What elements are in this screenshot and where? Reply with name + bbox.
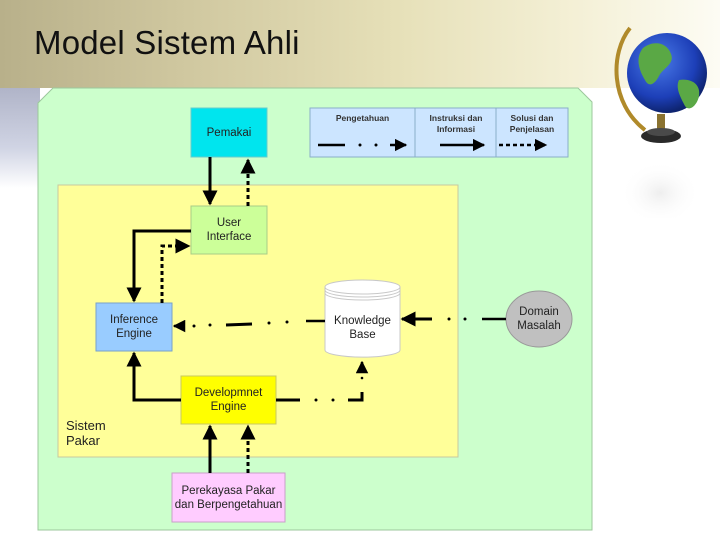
edge-inference-to-ui — [160, 238, 191, 303]
edge-domain-to-kb — [400, 311, 506, 327]
edge-dev-to-inference — [126, 351, 181, 402]
perekayasa-box — [171, 472, 286, 523]
knowledge-base-cylinder — [324, 279, 401, 358]
perekayasa-label: Perekayasa Pakar dan Berpengetahuan — [174, 484, 283, 511]
globe-icon — [614, 26, 707, 218]
inference-engine-box — [95, 302, 173, 352]
side-decoration — [0, 88, 40, 188]
legend — [309, 107, 569, 158]
domain-masalah-label: Domain Masalah — [517, 306, 561, 332]
legend-label-instruksi: Instruksi dan Informasi — [429, 113, 483, 134]
legend-label-solusi: Solusi dan Penjelasan — [509, 113, 555, 134]
inference-engine-label: Inference Engine — [110, 314, 158, 340]
slide-header-background — [0, 0, 720, 88]
edge-dev-to-kb — [276, 360, 369, 402]
legend-label-pengetahuan: Pengetahuan — [335, 113, 390, 123]
sistem-pakar-label: Sistem Pakar — [66, 418, 126, 448]
knowledge-base-label: Knowledge Base — [334, 315, 391, 341]
pemakai-label: Pemakai — [206, 126, 252, 139]
pemakai-box — [190, 107, 268, 158]
user-interface-label: User Interface — [206, 217, 252, 243]
development-engine-label: Developmnet Engine — [194, 387, 263, 413]
development-engine-box — [180, 375, 277, 425]
edge-kb-to-inference — [172, 319, 325, 333]
edge-ui-to-inference — [126, 229, 191, 303]
sistem-pakar-text: Sistem Pakar — [66, 418, 106, 448]
slide-title: Model Sistem Ahli — [34, 24, 300, 61]
legend-line-pengetahuan — [318, 138, 408, 152]
user-interface-box — [190, 205, 268, 255]
